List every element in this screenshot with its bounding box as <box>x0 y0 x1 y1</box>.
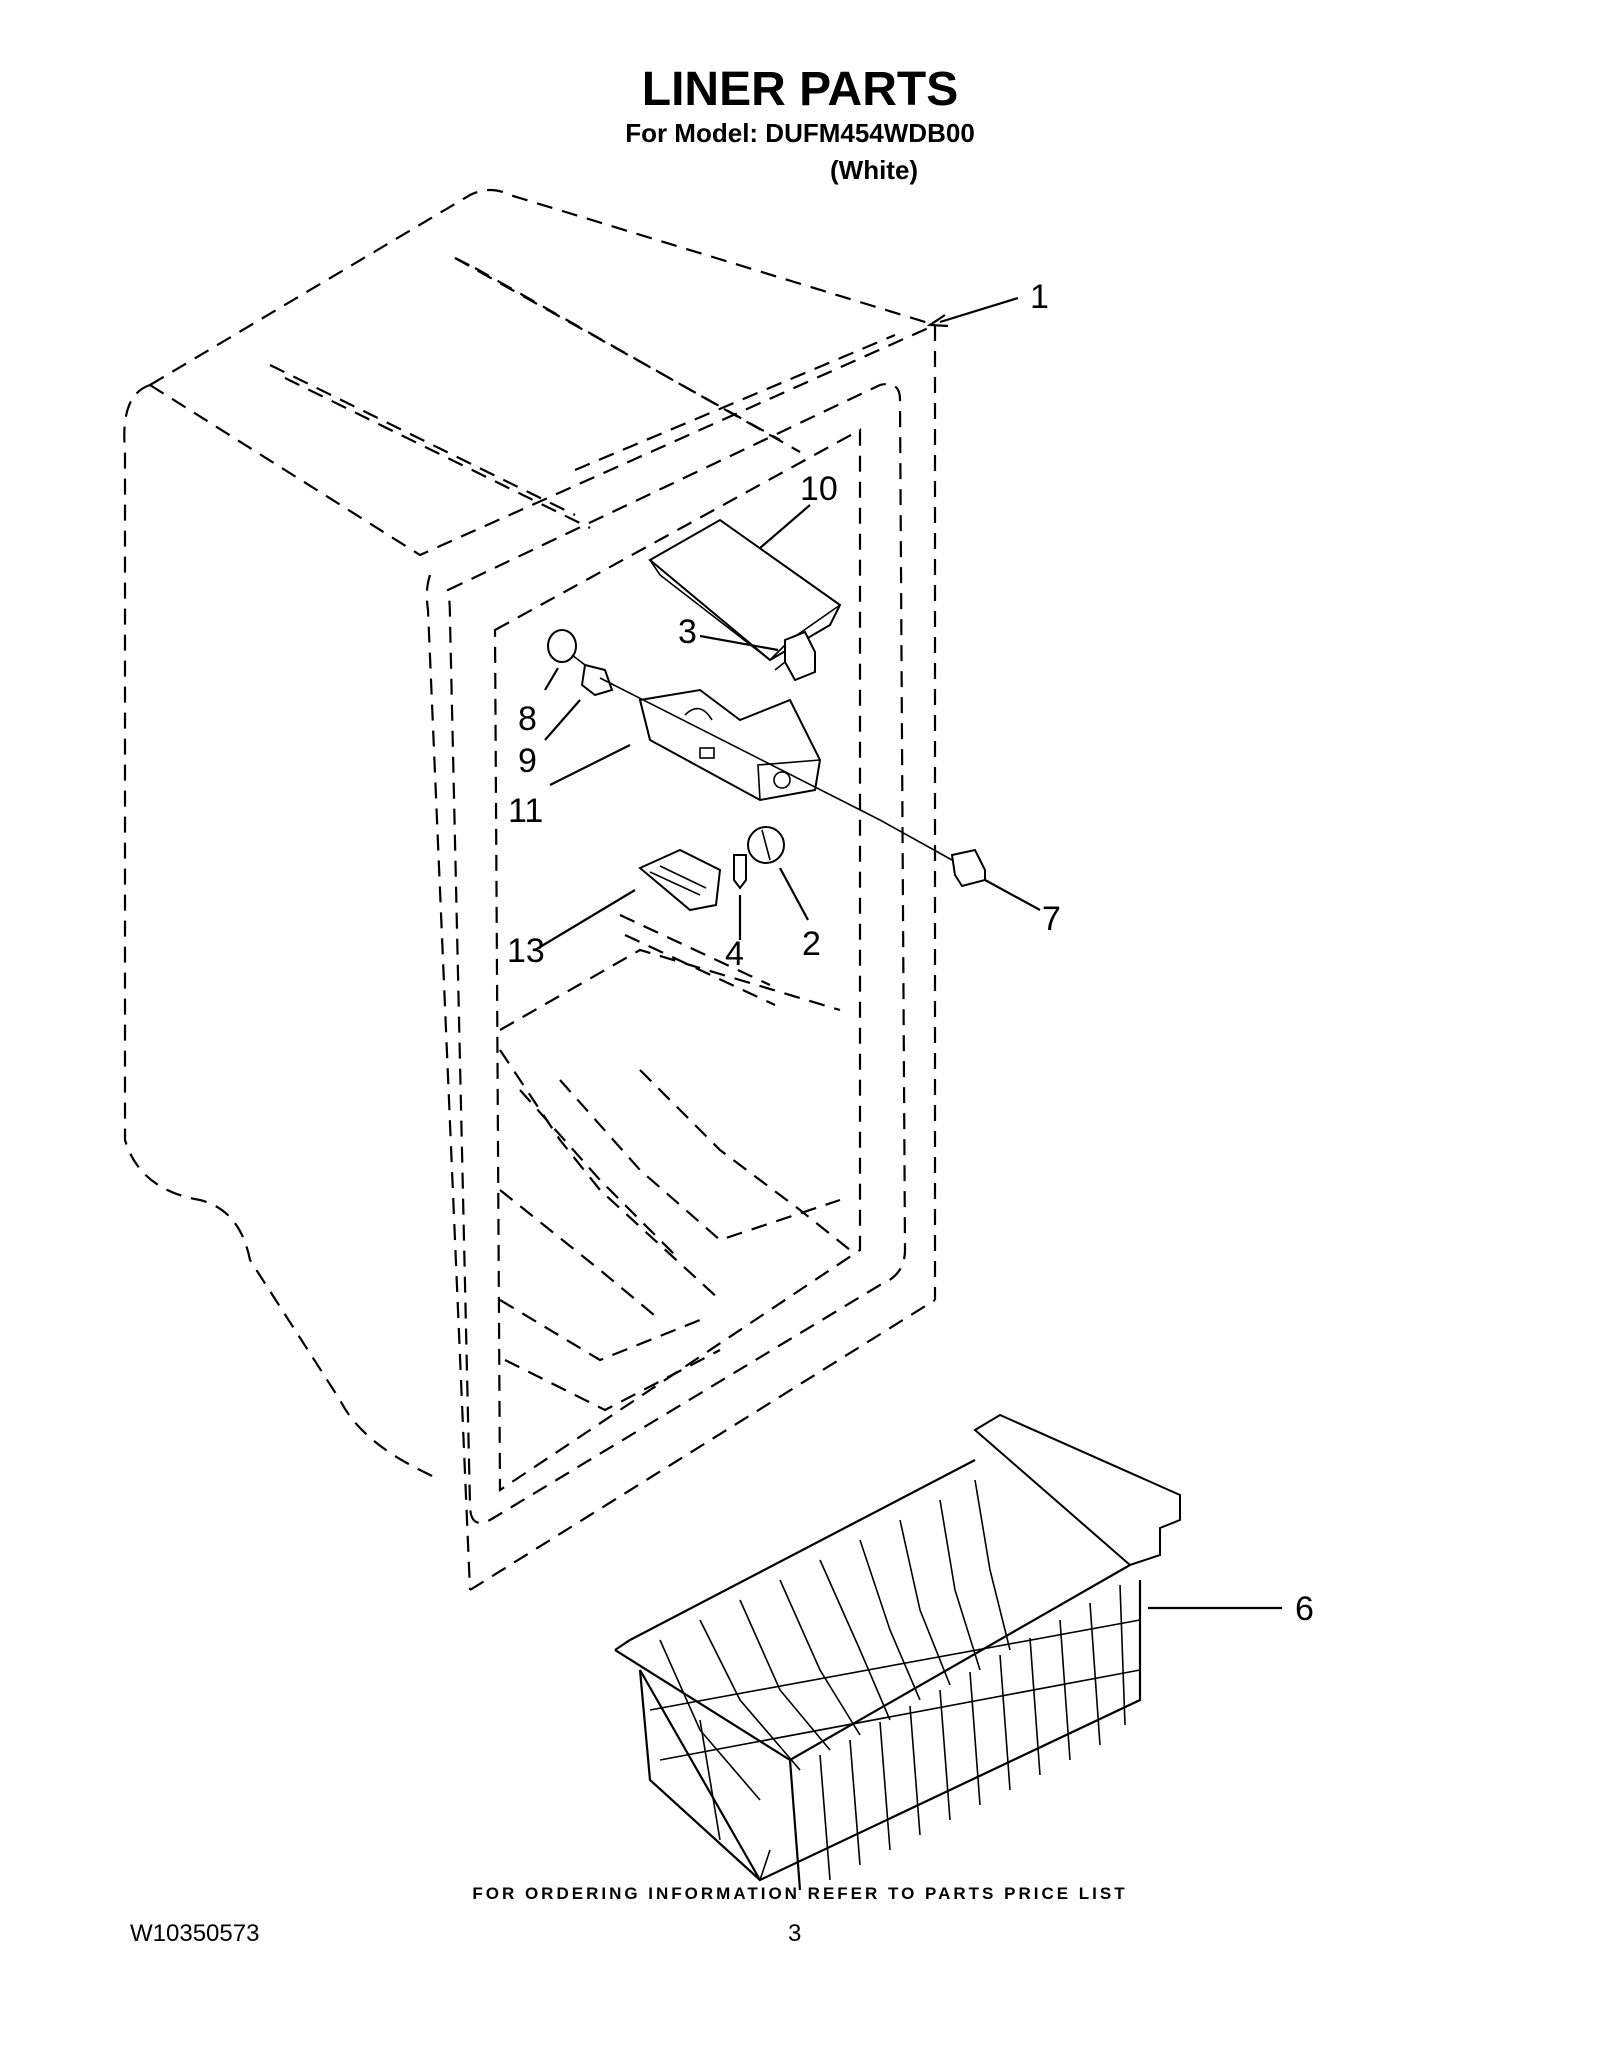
callout-10: 10 <box>800 470 838 508</box>
part-4-screw <box>733 854 747 890</box>
part-8-light-bulb <box>547 629 586 666</box>
part-3-socket <box>774 630 816 682</box>
part-9-bulb-socket <box>580 663 614 697</box>
page-title: LINER PARTS <box>641 63 959 116</box>
model-subtitle: For Model: DUFM454WDB00 <box>625 118 975 148</box>
ordering-note: FOR ORDERING INFORMATION REFER TO PARTS … <box>472 1884 1128 1903</box>
part-11-housing <box>599 677 881 821</box>
document-number: W10350573 <box>130 1920 260 1947</box>
part-7-switch <box>879 819 986 888</box>
callout-9: 9 <box>518 742 537 780</box>
callout-8: 8 <box>518 700 537 738</box>
callout-1: 1 <box>1030 278 1049 316</box>
callout-7: 7 <box>1042 900 1061 938</box>
part-10-light-cover <box>648 518 842 662</box>
part-2-knob <box>747 826 785 864</box>
leader-lines <box>534 296 1282 1610</box>
liner-outline <box>123 188 937 1591</box>
color-subtitle: (White) <box>830 155 919 185</box>
callout-6: 6 <box>1295 1590 1314 1628</box>
callout-4: 4 <box>725 935 744 973</box>
callout-11: 11 <box>508 792 543 830</box>
callout-13: 13 <box>507 932 545 970</box>
callout-2: 2 <box>802 925 821 963</box>
callout-3: 3 <box>678 613 697 651</box>
page-number: 3 <box>788 1920 802 1947</box>
part-6-wire-basket <box>614 1413 1181 1891</box>
part-13-shield <box>638 848 722 912</box>
